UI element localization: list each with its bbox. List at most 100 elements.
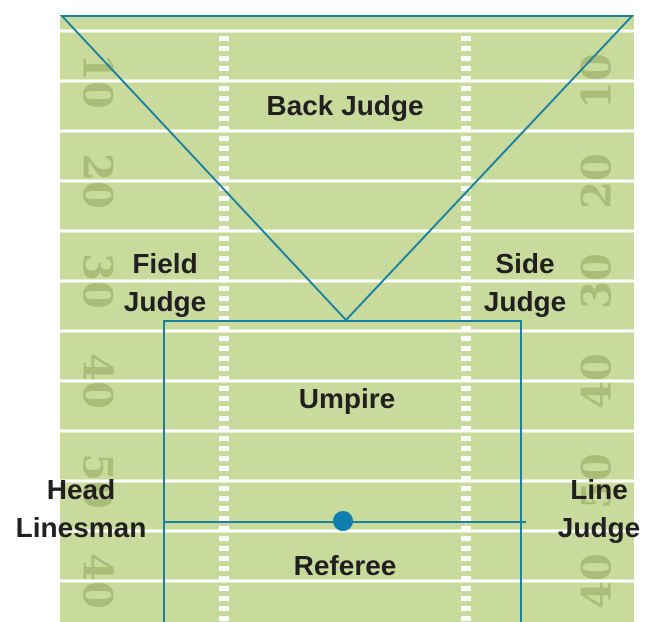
hash-left-18 <box>219 216 229 221</box>
umpire-label: Umpire <box>298 383 396 414</box>
hash-right-44 <box>461 476 471 481</box>
yard-number-right-1: 20 <box>574 153 621 209</box>
hash-left-7 <box>219 106 229 111</box>
hash-left-24 <box>219 276 229 281</box>
hash-left-30 <box>219 336 229 341</box>
hash-left-8 <box>219 116 229 121</box>
hash-left-10 <box>219 136 229 141</box>
hash-right-24 <box>461 276 471 281</box>
hash-right-51 <box>461 546 471 551</box>
hash-left-27 <box>219 306 229 311</box>
hash-left-57 <box>219 606 229 611</box>
hash-left-2 <box>219 56 229 61</box>
hash-right-48 <box>461 516 471 521</box>
hash-right-1 <box>461 46 471 51</box>
hash-right-55 <box>461 586 471 591</box>
back-judge-zone <box>59 15 635 322</box>
hash-right-46 <box>461 496 471 501</box>
hash-right-10 <box>461 136 471 141</box>
line-judge-line-1: Line <box>570 474 628 505</box>
field-judge-line-2: Judge <box>123 286 207 317</box>
hash-right-58 <box>461 616 471 621</box>
line-judge-line-2: Judge <box>557 512 641 543</box>
umpire-zone <box>163 320 522 622</box>
hash-right-34 <box>461 376 471 381</box>
hash-right-42 <box>461 456 471 461</box>
hash-right-45 <box>461 486 471 491</box>
hash-left-38 <box>219 416 229 421</box>
hash-left-17 <box>219 206 229 211</box>
hash-left-31 <box>219 346 229 351</box>
hash-right-27 <box>461 306 471 311</box>
yard-number-right-2: 30 <box>574 253 621 309</box>
hash-right-57 <box>461 606 471 611</box>
hash-left-23 <box>219 266 229 271</box>
yard-number-left-3: 40 <box>74 353 121 409</box>
hash-left-37 <box>219 406 229 411</box>
hash-left-5 <box>219 86 229 91</box>
head-linesman-line-1: Head <box>46 474 116 505</box>
hash-left-54 <box>219 576 229 581</box>
yard-lines <box>60 29 634 583</box>
field-judge-label: Field Judge <box>110 245 220 321</box>
hash-left-51 <box>219 546 229 551</box>
hash-right-3 <box>461 66 471 71</box>
hash-left-21 <box>219 246 229 251</box>
hash-right-56 <box>461 596 471 601</box>
hash-right-30 <box>461 336 471 341</box>
yard-number-right-0: 10 <box>574 53 621 109</box>
hash-marks-right <box>461 36 471 621</box>
hash-right-9 <box>461 126 471 131</box>
hash-right-8 <box>461 116 471 121</box>
hash-right-11 <box>461 146 471 151</box>
hash-left-41 <box>219 446 229 451</box>
yard-number-right-3: 40 <box>574 353 621 409</box>
hash-left-19 <box>219 226 229 231</box>
referee-dot <box>333 511 353 531</box>
hash-right-52 <box>461 556 471 561</box>
hash-left-20 <box>219 236 229 241</box>
hash-left-35 <box>219 386 229 391</box>
hash-right-22 <box>461 256 471 261</box>
hash-left-34 <box>219 376 229 381</box>
hash-right-5 <box>461 86 471 91</box>
hash-right-36 <box>461 396 471 401</box>
hash-left-14 <box>219 176 229 181</box>
hash-left-6 <box>219 96 229 101</box>
hash-left-29 <box>219 326 229 331</box>
hash-right-49 <box>461 526 471 531</box>
hash-left-45 <box>219 486 229 491</box>
hash-right-16 <box>461 196 471 201</box>
hash-right-32 <box>461 356 471 361</box>
line-judge-label: Line Judge <box>544 471 654 547</box>
side-judge-label: Side Judge <box>470 245 580 321</box>
hash-left-25 <box>219 286 229 291</box>
hash-right-13 <box>461 166 471 171</box>
hash-right-19 <box>461 226 471 231</box>
hash-left-22 <box>219 256 229 261</box>
hash-right-37 <box>461 406 471 411</box>
hash-right-14 <box>461 176 471 181</box>
hash-right-38 <box>461 416 471 421</box>
hash-left-13 <box>219 166 229 171</box>
hash-left-16 <box>219 196 229 201</box>
hash-right-2 <box>461 56 471 61</box>
hash-left-36 <box>219 396 229 401</box>
hash-right-12 <box>461 156 471 161</box>
hash-right-26 <box>461 296 471 301</box>
hash-left-1 <box>219 46 229 51</box>
hash-right-6 <box>461 96 471 101</box>
hash-right-7 <box>461 106 471 111</box>
hash-left-50 <box>219 536 229 541</box>
hash-left-53 <box>219 566 229 571</box>
hash-left-11 <box>219 146 229 151</box>
hash-left-55 <box>219 586 229 591</box>
hash-right-53 <box>461 566 471 571</box>
hash-right-33 <box>461 366 471 371</box>
side-judge-line-2: Judge <box>483 286 567 317</box>
hash-left-26 <box>219 296 229 301</box>
yard-number-left-0: 10 <box>74 53 121 109</box>
